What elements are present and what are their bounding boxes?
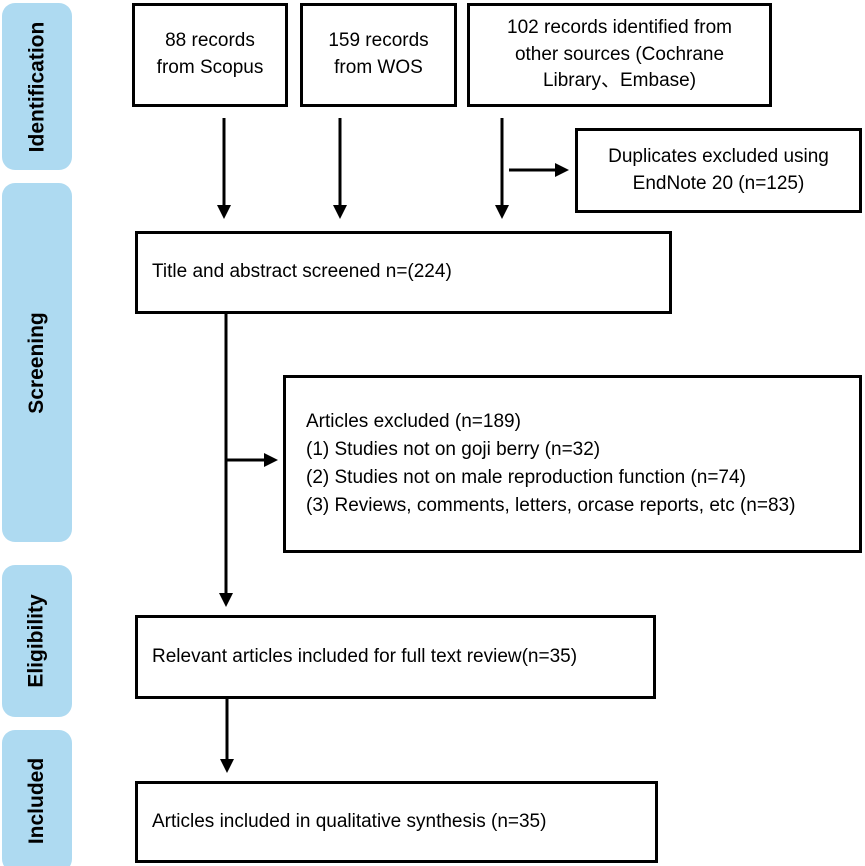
excluded-reason: (3) Reviews, comments, letters, orcase r…: [306, 495, 796, 516]
qualitative-synthesis-box: Articles included in qualitative synthes…: [135, 781, 658, 863]
text-line: other sources (Cochrane: [514, 43, 725, 65]
text-line: EndNote 20 (n=125): [632, 172, 805, 194]
text-line: from Scopus: [156, 57, 264, 78]
text-line: 102 records identified from: [507, 16, 732, 38]
excluded-title: Articles excluded (n=189): [306, 411, 521, 432]
stage-included: Included: [2, 730, 72, 866]
source-box-scopus: 88 records from Scopus: [132, 3, 288, 107]
text-line: 88 records: [165, 30, 255, 52]
duplicates-excluded-box: Duplicates excluded using EndNote 20 (n=…: [575, 128, 862, 213]
stage-label: Screening: [25, 311, 49, 414]
stage-label: Identification: [25, 21, 49, 152]
text-line: Duplicates excluded using: [608, 145, 829, 167]
text-line: Articles included in qualitative synthes…: [152, 810, 547, 832]
screened-box: Title and abstract screened n=(224): [135, 231, 672, 314]
excluded-reason: (1) Studies not on goji berry (n=32): [306, 439, 601, 460]
stage-screening: Screening: [2, 183, 72, 542]
text-line: 159 records: [328, 30, 429, 52]
excluded-box: Articles excluded (n=189) (1) Studies no…: [283, 375, 862, 553]
source-box-wos: 159 records from WOS: [300, 3, 457, 107]
text-line: Library、Embase): [542, 70, 697, 92]
full-text-review-box: Relevant articles included for full text…: [135, 615, 656, 699]
text-line: Title and abstract screened n=(224): [152, 261, 452, 283]
stage-identification: Identification: [2, 3, 72, 170]
stage-eligibility: Eligibility: [2, 565, 72, 717]
excluded-reason: (2) Studies not on male reproduction fun…: [306, 467, 746, 488]
source-box-other-sources: 102 records identified from other source…: [467, 3, 772, 107]
text-line: from WOS: [334, 57, 423, 78]
text-line: Relevant articles included for full text…: [152, 645, 578, 667]
stage-label: Eligibility: [25, 594, 48, 688]
stage-label: Included: [25, 757, 48, 845]
